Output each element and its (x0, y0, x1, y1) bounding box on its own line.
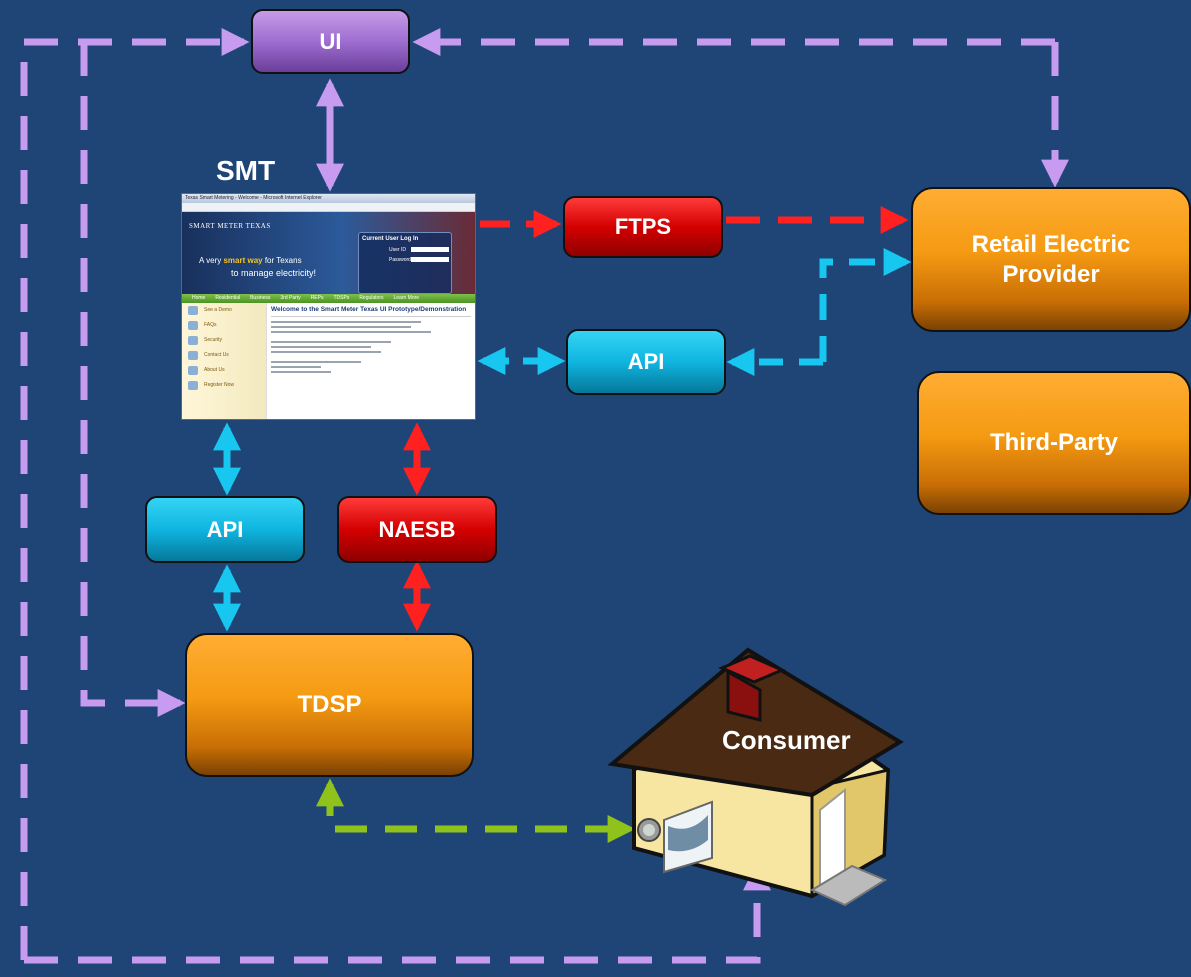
browser-toolbar (182, 203, 475, 212)
smt-tagline: A very smart way for Texans (199, 256, 302, 265)
browser-title: Texas Smart Metering - Welcome - Microso… (182, 194, 475, 203)
naesb-box: NAESB (337, 496, 497, 563)
third-party-box: Third-Party (917, 371, 1191, 515)
cyan-links (213, 248, 912, 632)
third-party-label: Third-Party (989, 429, 1118, 456)
green-link (316, 778, 636, 843)
smt-nav: Home Residential Business 3rd Party REPs… (182, 294, 475, 303)
ui-box: UI (251, 9, 410, 74)
red-links (403, 206, 909, 632)
smt-sidebar: See a Demo FAQs Security Contact Us Abou… (182, 303, 267, 419)
ftps-box: FTPS (563, 196, 723, 258)
smt-brand: SMART METER TEXAS (189, 222, 271, 230)
ui-label: UI (319, 28, 342, 54)
retail-electric-provider-box: Retail Electric Provider (911, 187, 1191, 332)
ftps-label: FTPS (614, 214, 672, 240)
api-left-label: API (206, 516, 244, 542)
api-right-label: API (627, 349, 665, 375)
smt-tagline-2: to manage electricity! (231, 268, 317, 278)
smt-content: Welcome to the Smart Meter Texas UI Prot… (271, 306, 471, 416)
tdsp-box: TDSP (185, 633, 474, 777)
smt-label: SMT (216, 155, 276, 186)
purple-links (20, 27, 1069, 964)
api-box-left: API (145, 496, 305, 563)
retail-electric-provider-label: Retail Electric Provider (971, 230, 1131, 288)
smt-banner: SMART METER TEXAS A very smart way for T… (182, 212, 475, 294)
tdsp-label: TDSP (297, 691, 362, 718)
consumer-label: Consumer (722, 725, 851, 755)
house-illustration (607, 647, 904, 907)
naesb-label: NAESB (378, 516, 456, 542)
smt-website-screenshot: Texas Smart Metering - Welcome - Microso… (181, 193, 476, 420)
smt-login-panel: Current User Log In User ID Password (358, 232, 452, 294)
api-box-right: API (566, 329, 726, 395)
